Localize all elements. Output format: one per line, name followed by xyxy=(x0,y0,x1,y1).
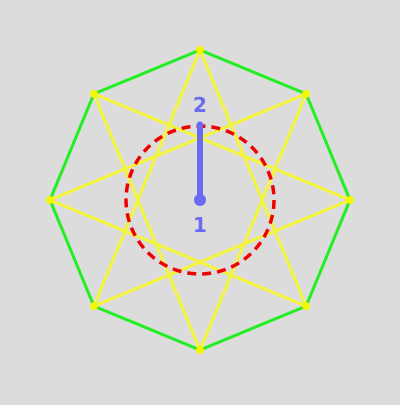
octagram-star xyxy=(48,48,352,352)
vertex-dot xyxy=(196,46,204,54)
center-point xyxy=(194,194,206,206)
vertex-dot xyxy=(89,302,98,311)
radius-end-point xyxy=(196,121,204,129)
vertex-dot xyxy=(302,302,311,311)
radius-end-label: 2 xyxy=(193,93,207,117)
star-edge xyxy=(198,48,308,308)
vertex-dot xyxy=(196,346,204,354)
center-label: 1 xyxy=(193,213,207,237)
star-edge xyxy=(48,198,308,308)
octagram-vertices xyxy=(46,46,354,354)
vertex-dot xyxy=(46,196,54,204)
star-edge xyxy=(198,92,308,352)
star-edge xyxy=(92,92,352,202)
star-edge xyxy=(92,48,202,308)
vertex-dot xyxy=(302,89,311,98)
vertex-dot xyxy=(346,196,354,204)
star-edge xyxy=(92,198,352,308)
star-edge xyxy=(92,92,202,352)
vertex-dot xyxy=(89,89,98,98)
star-edge xyxy=(48,92,308,202)
